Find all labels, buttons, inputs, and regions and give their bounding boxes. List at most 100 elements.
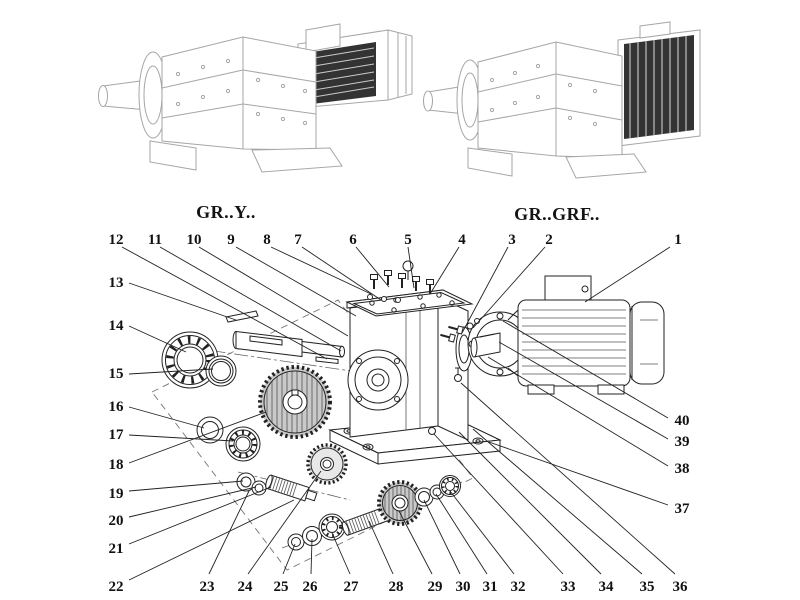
callout-number-26: 26 — [303, 579, 319, 595]
motor-fins-dark — [312, 42, 376, 104]
callout-number-24: 24 — [238, 579, 254, 595]
callout-number-19: 19 — [109, 486, 124, 502]
callout-number-2: 2 — [545, 232, 553, 248]
callout-line-6 — [355, 246, 390, 288]
callout-line-26 — [310, 538, 313, 575]
pinion-shaft — [265, 474, 318, 502]
callout-line-4 — [429, 246, 460, 295]
breather-plug — [454, 374, 462, 382]
gear-housing — [345, 289, 474, 441]
mounting-foot — [251, 147, 343, 173]
callout-number-6: 6 — [349, 232, 357, 248]
callout-line-33 — [433, 433, 564, 575]
callout-number-9: 9 — [227, 232, 235, 248]
washer-set — [236, 472, 267, 496]
spacer-bushing — [196, 416, 224, 444]
callout-line-13 — [128, 282, 237, 321]
callout-number-10: 10 — [187, 232, 202, 248]
keyway — [291, 389, 299, 396]
callout-line-23 — [208, 490, 250, 575]
callout-number-12: 12 — [109, 232, 124, 248]
callout-line-37 — [488, 441, 669, 506]
callout-number-16: 16 — [109, 399, 125, 415]
output-shaft-end — [98, 85, 108, 107]
callout-line-20 — [128, 486, 257, 518]
input-gear — [377, 480, 423, 526]
washer — [395, 297, 401, 303]
callout-number-35: 35 — [640, 579, 655, 595]
drain-plug — [428, 427, 436, 435]
gear-housing-front — [161, 36, 244, 150]
callout-line-16 — [128, 406, 205, 429]
label-gr-grf: GR..GRF.. — [514, 204, 600, 224]
callout-line-22 — [128, 499, 295, 581]
shaft-step — [301, 340, 343, 358]
callout-number-17: 17 — [109, 427, 125, 443]
bearing — [225, 426, 261, 462]
callout-number-38: 38 — [675, 461, 690, 477]
callout-line-9 — [235, 246, 357, 317]
oil-seal — [205, 355, 237, 387]
callout-line-17 — [128, 434, 234, 442]
callout-number-15: 15 — [109, 366, 124, 382]
mounting-foot — [467, 147, 513, 177]
callout-number-36: 36 — [673, 579, 689, 595]
fin-stack-dark — [624, 35, 694, 139]
callout-number-31: 31 — [483, 579, 498, 595]
callout-number-27: 27 — [344, 579, 360, 595]
terminal-box — [305, 23, 341, 53]
callout-number-21: 21 — [109, 541, 124, 557]
callout-number-18: 18 — [109, 457, 124, 473]
callout-line-30 — [423, 499, 461, 575]
callout-line-34 — [458, 431, 602, 575]
callout-line-19 — [128, 480, 244, 492]
callout-number-4: 4 — [458, 232, 466, 248]
callout-number-1: 1 — [674, 232, 682, 248]
callout-line-7 — [301, 246, 382, 301]
callout-line-31 — [435, 493, 488, 575]
callout-line-10 — [198, 246, 349, 337]
callout-number-8: 8 — [263, 232, 271, 248]
callout-number-25: 25 — [274, 579, 289, 595]
motor-body — [517, 299, 631, 387]
compact-drive-block — [617, 21, 701, 147]
callout-number-3: 3 — [508, 232, 516, 248]
callout-line-5 — [407, 246, 415, 289]
callout-number-33: 33 — [561, 579, 576, 595]
callout-line-14 — [128, 325, 187, 353]
keyway — [249, 335, 283, 346]
callout-number-22: 22 — [109, 579, 124, 595]
callout-line-29 — [398, 510, 433, 575]
terminal-box — [544, 275, 592, 303]
electric-motor — [455, 275, 665, 395]
assembled-view-gr-grf — [423, 21, 701, 179]
callout-number-30: 30 — [456, 579, 471, 595]
washer — [367, 294, 373, 300]
washer — [287, 533, 305, 551]
callout-line-21 — [128, 486, 272, 545]
callout-line-15 — [128, 368, 214, 375]
exploded-view — [151, 260, 665, 571]
shaft-key-line — [479, 333, 496, 338]
fan-cowl — [387, 29, 413, 101]
callout-number-34: 34 — [599, 579, 615, 595]
callout-line-1 — [584, 246, 671, 303]
gear-housing-side — [242, 36, 317, 151]
callout-line-35 — [472, 428, 643, 575]
callout-number-23: 23 — [200, 579, 215, 595]
callout-number-14: 14 — [109, 318, 125, 334]
callout-line-18 — [128, 411, 267, 464]
motor-assembled — [297, 23, 413, 109]
output-shaft — [235, 330, 303, 358]
mounting-foot — [149, 140, 197, 171]
gear-housing-front — [477, 41, 557, 157]
callout-line-40 — [502, 320, 669, 419]
washer — [381, 296, 387, 302]
intermediate-gear — [306, 443, 348, 485]
callout-line-32 — [449, 490, 515, 575]
callout-line-38 — [487, 356, 669, 467]
callout-number-20: 20 — [109, 513, 124, 529]
mounting-foot — [565, 153, 647, 179]
